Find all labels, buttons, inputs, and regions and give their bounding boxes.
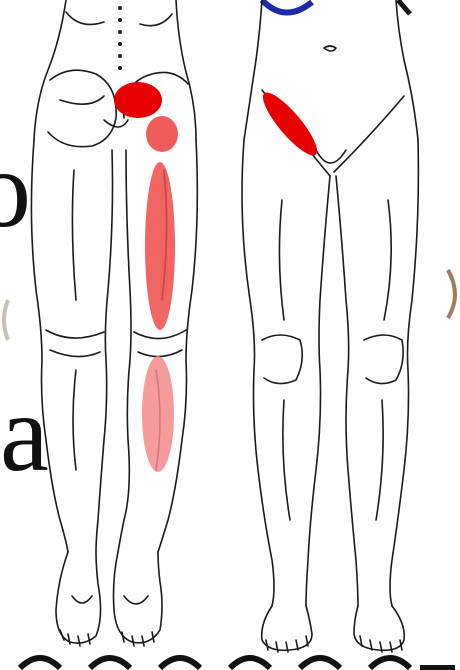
posterior-torso-left — [34, 0, 66, 140]
anterior-right-leg-inner — [336, 176, 358, 606]
upper-back-curve-right — [140, 14, 172, 26]
anterior-left-leg-inner — [306, 176, 330, 606]
spine-dots — [118, 6, 122, 70]
posterior-left-thigh-line — [72, 170, 76, 300]
posterior-left-calf-line — [73, 370, 76, 470]
groin-right — [334, 96, 404, 172]
anterior-left-shin — [283, 400, 290, 520]
posterior-right-knee — [134, 330, 186, 357]
pain-zone-upper-posterior-thigh — [146, 116, 178, 152]
top-blue-glyph — [262, 0, 312, 13]
pain-zone-groin-anterior-thigh — [256, 86, 324, 161]
navel — [324, 46, 336, 51]
posterior-left-leg-inner — [96, 150, 113, 552]
posterior-left-foot — [56, 552, 101, 643]
posterior-torso-right — [176, 0, 196, 140]
anterior-right-shin — [376, 400, 383, 520]
anterior-right-leg-outer — [390, 140, 418, 606]
pain-zone-calf — [142, 356, 174, 472]
pain-zone-posterior-thigh — [145, 162, 175, 330]
anterior-left-knee — [262, 335, 302, 384]
anterior-torso-right — [396, 0, 418, 140]
right-edge-fragment — [448, 270, 455, 318]
upper-back-curve-left — [66, 12, 104, 24]
anterior-left-thigh-line — [279, 200, 284, 320]
anterior-torso-left — [244, 0, 262, 140]
posterior-left-knee — [46, 330, 104, 357]
posterior-right-foot — [114, 552, 163, 643]
left-edge-fragment — [4, 300, 8, 340]
anterior-right-toes — [360, 636, 402, 652]
left-letter-o: o — [0, 128, 31, 250]
anterior-left-toes — [266, 636, 308, 652]
posterior-left-heel — [72, 596, 92, 603]
pain-zone-buttock — [114, 82, 162, 118]
posterior-right-leg-inner — [118, 150, 131, 552]
top-right-glyph — [398, 0, 410, 14]
buttock-left — [48, 70, 116, 147]
pubic-area — [316, 150, 346, 163]
anterior-right-thigh-line — [384, 200, 391, 320]
anterior-left-leg-outer — [242, 140, 274, 606]
posterior-right-heel — [124, 596, 148, 604]
anterior-right-knee — [364, 335, 403, 384]
lower-back-line — [60, 96, 104, 104]
